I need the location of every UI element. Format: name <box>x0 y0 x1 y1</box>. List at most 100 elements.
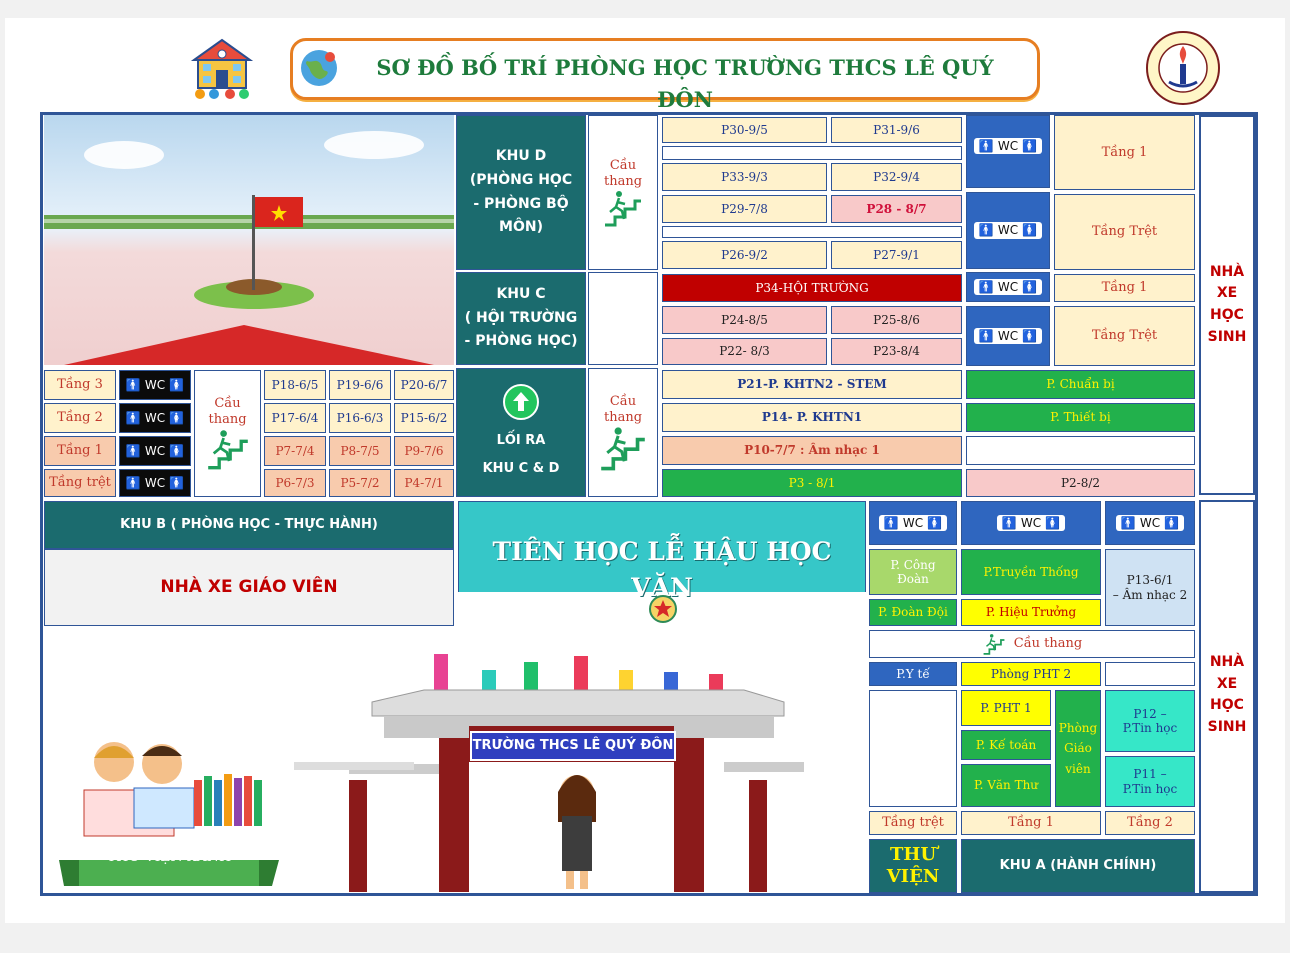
room-p19[interactable]: P19-6/6 <box>329 370 391 400</box>
khu-d-stairs: Cầu thang <box>588 115 658 270</box>
stairs-label: Cầu thang <box>1013 636 1083 652</box>
khu-d-label: KHU D (PHÒNG HỌC - PHÒNG BỘ MÔN) <box>456 115 586 270</box>
room-p28[interactable]: P28 - 8/7 <box>831 195 962 223</box>
school-gate-scene <box>44 630 865 892</box>
room-p21-stem[interactable]: P21-P. KHTN2 - STEM <box>662 370 962 399</box>
wc-c-top[interactable]: 🚹WC🚺 <box>966 272 1050 302</box>
green-library-label: THƯ VIỆN XANH <box>106 849 232 865</box>
wc-b-floor-1[interactable]: 🚹WC🚺 <box>119 436 191 466</box>
room-p11-it[interactable]: P11 – P.Tin học <box>1105 756 1195 807</box>
wc-label: WC <box>997 139 1019 153</box>
wc-b-floor-2[interactable]: 🚹WC🚺 <box>119 403 191 433</box>
room-pht2[interactable]: Phòng PHT 2 <box>961 662 1101 686</box>
room-doan-doi[interactable]: P. Đoàn Đội <box>869 599 957 626</box>
room-p4[interactable]: P4-7/1 <box>394 469 454 497</box>
khu-a-floor-ground: Tầng trệt <box>869 811 957 835</box>
room-cong-doan[interactable]: P. Công Đoàn <box>869 549 957 595</box>
khu-b-label: KHU B ( PHÒNG HỌC - THỰC HÀNH) <box>44 501 454 549</box>
room-p20[interactable]: P20-6/7 <box>394 370 454 400</box>
emblem-icon <box>648 594 678 624</box>
page-title: SƠ ĐỒ BỐ TRÍ PHÒNG HỌC TRƯỜNG THCS LÊ QU… <box>376 55 994 112</box>
room-p3[interactable]: P3 - 8/1 <box>662 469 962 497</box>
wc-b-floor-3[interactable]: 🚹WC🚺 <box>119 370 191 400</box>
room-pht1[interactable]: P. PHT 1 <box>961 690 1051 726</box>
wc-a-2[interactable]: 🚹WC🚺 <box>961 501 1101 545</box>
room-p26[interactable]: P26-9/2 <box>662 241 827 269</box>
wc-c-bottom[interactable]: 🚹WC🚺 <box>966 306 1050 366</box>
room-p16[interactable]: P16-6/3 <box>329 403 391 433</box>
room-chuan-bi[interactable]: P. Chuẩn bị <box>966 370 1195 399</box>
wc-label: WC <box>902 515 924 530</box>
room-van-thu[interactable]: P. Văn Thư <box>961 764 1051 807</box>
wc-a-1[interactable]: 🚹WC🚺 <box>869 501 957 545</box>
student-parking-top: NHÀ XE HỌC SINH <box>1199 115 1255 495</box>
exit-arrow-icon <box>503 384 539 421</box>
room-library[interactable]: THƯ VIỆN <box>869 839 957 893</box>
khu-c-label: KHU C ( HỘI TRƯỜNG - PHÒNG HỌC) <box>456 272 586 365</box>
wc-d-bottom[interactable]: 🚹WC🚺 <box>966 192 1050 269</box>
room-p5[interactable]: P5-7/2 <box>329 469 391 497</box>
wc-icon: 🚹WC🚺 <box>973 222 1043 239</box>
room-p13-music[interactable]: P13-6/1 – Âm nhạc 2 <box>1105 549 1195 626</box>
wc-d-top[interactable]: 🚹WC🚺 <box>966 115 1050 188</box>
room-p14-khtn1[interactable]: P14- P. KHTN1 <box>662 403 962 432</box>
room-p33[interactable]: P33-9/3 <box>662 163 827 191</box>
wc-icon: 🚹WC🚺 <box>996 514 1066 532</box>
wc-label: WC <box>144 377 166 392</box>
map-frame <box>40 112 1258 896</box>
flag-scene <box>44 115 454 365</box>
room-thiet-bi[interactable]: P. Thiết bị <box>966 403 1195 432</box>
room-p6[interactable]: P6-7/3 <box>264 469 326 497</box>
empty-cell <box>966 436 1195 465</box>
room-p34-hall[interactable]: P34-HỘI TRƯỜNG <box>662 274 962 302</box>
wc-icon: 🚹WC🚺 <box>973 327 1043 345</box>
room-p24[interactable]: P24-8/5 <box>662 306 827 334</box>
room-p17[interactable]: P17-6/4 <box>264 403 326 433</box>
gate-sign: TRƯỜNG THCS LÊ QUÝ ĐÔN <box>470 731 676 761</box>
stairs-label: Cầu thang <box>208 395 247 427</box>
khu-d-floor-1: Tầng 1 <box>1054 115 1195 190</box>
stairs-label: Cầu thang <box>603 393 643 425</box>
wc-icon: 🚹WC🚺 <box>125 475 185 490</box>
motto-text: TIÊN HỌC LỄ HẬU HỌC VĂN <box>492 537 832 602</box>
room-p10-music[interactable]: P10-7/7 : Âm nhạc 1 <box>662 436 962 465</box>
room-p18[interactable]: P18-6/5 <box>264 370 326 400</box>
wc-label: WC <box>144 410 166 425</box>
room-p8[interactable]: P8-7/5 <box>329 436 391 466</box>
wc-icon: 🚹WC🚺 <box>973 278 1043 296</box>
corridor-divider <box>662 226 962 238</box>
room-giao-vien[interactable]: Phòng Giáo viên <box>1055 690 1101 807</box>
title-banner <box>290 38 1040 100</box>
room-p30[interactable]: P30-9/5 <box>662 117 827 143</box>
room-p9[interactable]: P9-7/6 <box>394 436 454 466</box>
khu-d-ground: Tầng Trệt <box>1054 194 1195 270</box>
wc-label: WC <box>144 475 166 490</box>
room-truyen-thong[interactable]: P.Truyền Thống <box>961 549 1101 595</box>
stairs-icon <box>207 430 248 470</box>
wc-b-ground[interactable]: 🚹WC🚺 <box>119 469 191 497</box>
wc-a-3[interactable]: 🚹WC🚺 <box>1105 501 1195 545</box>
khu-a-label: KHU A (HÀNH CHÍNH) <box>961 839 1195 893</box>
room-hieu-truong[interactable]: P. Hiệu Trưởng <box>961 599 1101 626</box>
room-p27[interactable]: P27-9/1 <box>831 241 962 269</box>
room-ke-toan[interactable]: P. Kế toán <box>961 730 1051 760</box>
stairs-icon <box>605 191 641 227</box>
exit-khu-c-d[interactable]: LỐI RA KHU C & D <box>456 368 586 497</box>
khu-b-floor-2: Tầng 2 <box>44 403 116 433</box>
room-y-te[interactable]: P.Y tế <box>869 662 957 686</box>
school-seal-icon <box>1145 30 1221 106</box>
room-p29[interactable]: P29-7/8 <box>662 195 827 223</box>
room-p15[interactable]: P15-6/2 <box>394 403 454 433</box>
room-p7[interactable]: P7-7/4 <box>264 436 326 466</box>
room-p31[interactable]: P31-9/6 <box>831 117 962 143</box>
stairs-icon <box>983 634 1005 655</box>
room-p12-it[interactable]: P12 – P.Tin học <box>1105 690 1195 752</box>
room-p25[interactable]: P25-8/6 <box>831 306 962 334</box>
room-p23[interactable]: P23-8/4 <box>831 338 962 365</box>
khu-b-floor-ground: Tầng trệt <box>44 469 116 497</box>
room-p2[interactable]: P2-8/2 <box>966 469 1195 497</box>
khu-c-floor-1: Tầng 1 <box>1054 274 1195 302</box>
khu-a-floor-1: Tầng 1 <box>961 811 1101 835</box>
room-p22[interactable]: P22- 8/3 <box>662 338 827 365</box>
room-p32[interactable]: P32-9/4 <box>831 163 962 191</box>
